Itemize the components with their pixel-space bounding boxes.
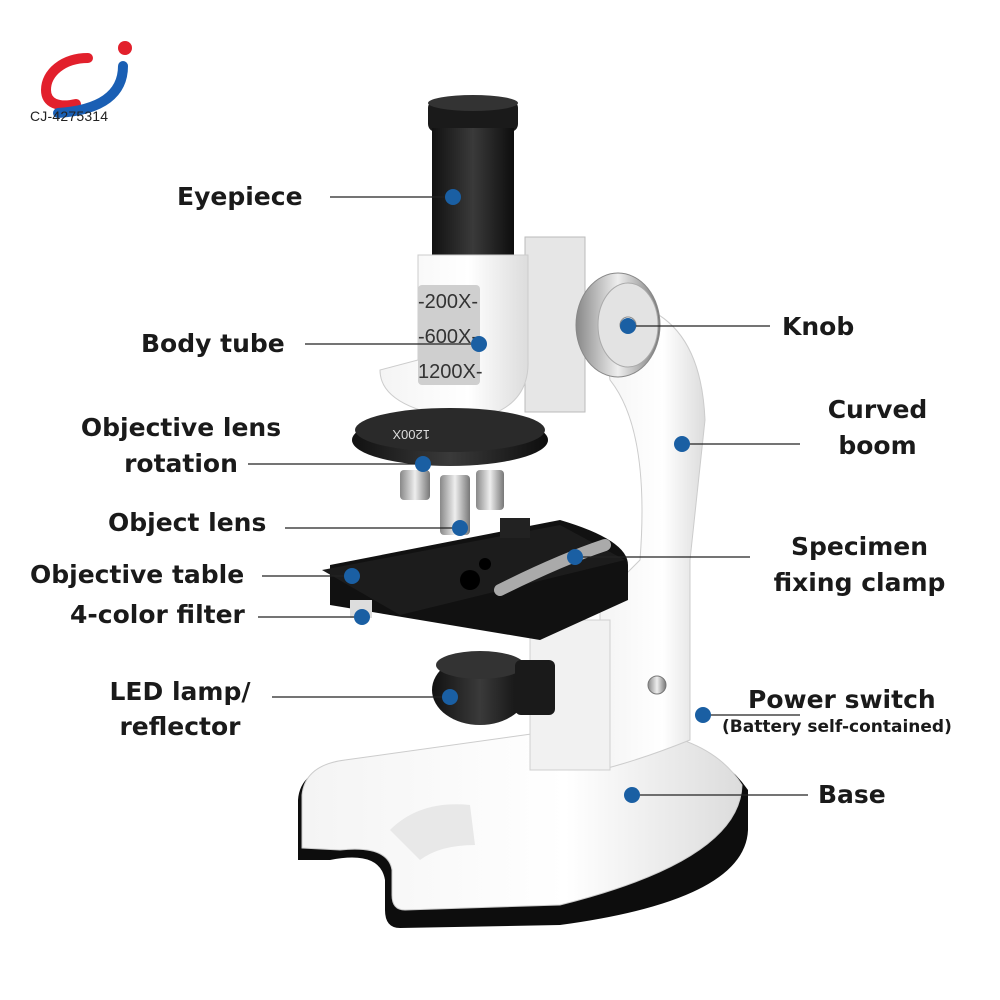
label-power-switch: Power switch [748, 685, 936, 714]
product-code: CJ-4275314 [30, 108, 109, 124]
label-boom-line2: boom [838, 431, 917, 460]
label-objective-table: Objective table [30, 560, 245, 589]
marker-objective-table [344, 568, 360, 584]
label-color-filter: 4-color filter [70, 600, 245, 629]
label-objective-rotation-line2: rotation [124, 449, 238, 478]
label-boom-line1: Curved [827, 395, 928, 424]
label-power-switch-note: (Battery self-contained) [722, 717, 952, 737]
brand-logo [40, 41, 132, 118]
label-clamp-line2: fixing clamp [773, 568, 946, 597]
marker-object-lens [452, 520, 468, 536]
marker-base [624, 787, 640, 803]
magnification-600: -600X- [418, 326, 478, 348]
label-eyepiece: Eyepiece [177, 182, 303, 211]
label-objective-rotation-line1: Objective lens [80, 413, 282, 442]
marker-objective-rotation [415, 456, 431, 472]
marker-knob [620, 318, 636, 334]
marker-power-switch [695, 707, 711, 723]
svg-text:1200X: 1200X [392, 427, 430, 442]
label-led-line2: reflector [119, 712, 241, 741]
marker-color-filter [354, 609, 370, 625]
label-base: Base [818, 780, 886, 809]
label-clamp-line1: Specimen [790, 532, 929, 561]
label-object-lens: Object lens [108, 508, 267, 537]
marker-curved-boom [674, 436, 690, 452]
marker-specimen-clamp [567, 549, 583, 565]
label-body-tube: Body tube [141, 329, 285, 358]
marker-body-tube [471, 336, 487, 352]
marker-eyepiece [445, 189, 461, 205]
marker-led-lamp [442, 689, 458, 705]
magnification-200: -200X- [418, 291, 478, 313]
label-knob: Knob [782, 312, 855, 341]
magnification-1200: 1200X- [418, 361, 483, 383]
label-led-line1: LED lamp/ [109, 677, 251, 706]
